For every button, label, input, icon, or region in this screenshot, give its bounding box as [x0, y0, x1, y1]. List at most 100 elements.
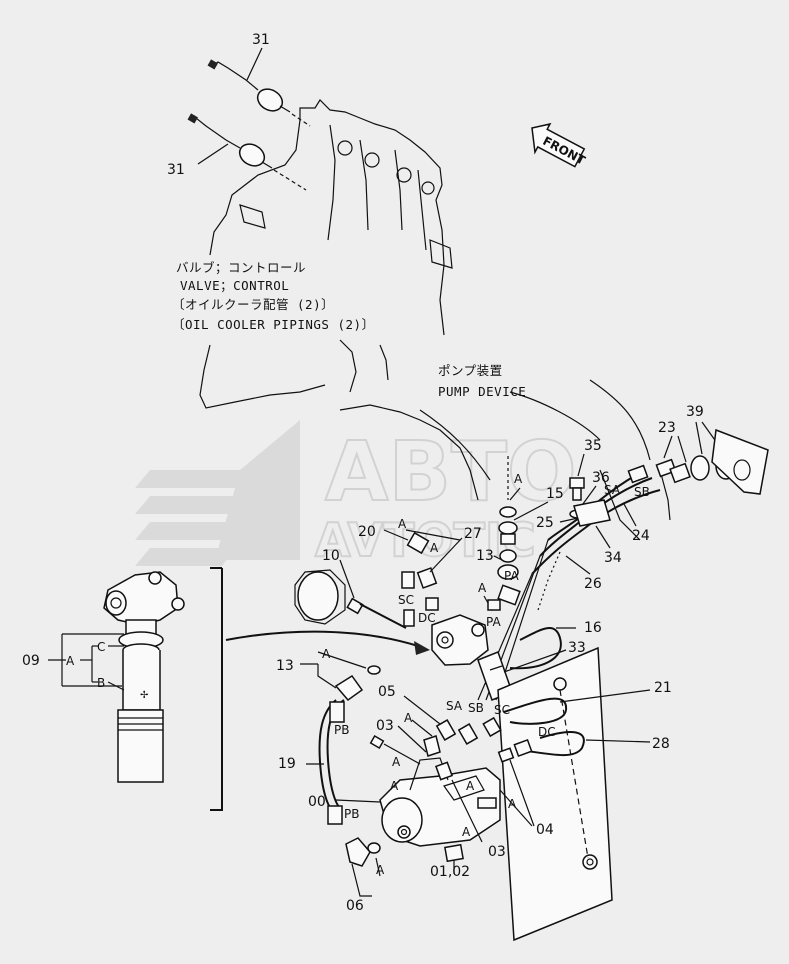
fitting-pa [497, 584, 521, 606]
port-label-c-09: C [97, 640, 105, 654]
part-label-31a: 31 [252, 32, 270, 48]
port-label-a-20b: A [430, 541, 439, 555]
hose-21 [503, 689, 651, 725]
fitting-04 [499, 759, 535, 827]
port-label-a-06: A [376, 863, 385, 877]
pump-center-block [431, 614, 489, 666]
part-label-05: 05 [378, 684, 396, 700]
port-label-sa-mid: SA [446, 699, 463, 713]
part-label-19: 19 [278, 756, 296, 772]
port-label-a-03: A [392, 755, 401, 769]
front-marker: FRONT [531, 122, 588, 168]
part-label-13-lower: 13 [276, 658, 294, 674]
note-pump-jp: ポンプ装置 [438, 363, 503, 378]
part-label-33: 33 [568, 640, 586, 656]
part-label-25: 25 [536, 515, 554, 531]
part-label-28: 28 [652, 736, 670, 752]
fitting-sc [401, 571, 415, 627]
port-label-sb-mid: SB [468, 701, 484, 715]
bolt-01-02 [444, 843, 464, 874]
fitting-13-lower [300, 651, 381, 702]
part-label-13-upper: 13 [476, 548, 494, 564]
part-label-10: 10 [322, 548, 340, 564]
fitting-dc-2 [497, 739, 533, 763]
port-label-dc-1: DC [418, 611, 436, 625]
port-label-a-pp4: A [466, 779, 475, 793]
inset-arrow [225, 630, 430, 655]
port-label-dc-2: DC [538, 725, 556, 739]
port-label-a-05: A [404, 711, 413, 725]
fitting-05 [403, 695, 441, 757]
panel-plate [497, 646, 613, 942]
hose-16 [509, 627, 576, 670]
part-label-04: 04 [536, 822, 554, 838]
part-label-00: 00 [308, 794, 326, 810]
note-oil-cooler-jp: 〔オイルクーラ配管 (2)〕 [172, 297, 334, 312]
part-label-21: 21 [654, 680, 672, 696]
fittings-sa-sb-sc [435, 716, 502, 745]
port-label-sb-top: SB [634, 485, 650, 499]
port-label-a-pp1: A [390, 779, 399, 793]
fitting-03-lower [435, 761, 483, 843]
part-label-03-upper: 03 [376, 718, 394, 734]
inset-frame [210, 567, 223, 811]
note-valve-en: VALVE；CONTROL [180, 278, 289, 293]
part-label-27: 27 [464, 526, 482, 542]
port-label-a-09: A [66, 654, 75, 668]
fitting-23 [627, 458, 691, 484]
part-label-15: 15 [546, 486, 564, 502]
fitting-15-stack [498, 456, 518, 545]
bolt-35 [569, 453, 585, 501]
port-label-pb-upper: PB [334, 723, 349, 737]
pump-device-outline [294, 379, 671, 625]
part-09-assembly: ✢ [103, 571, 185, 783]
pipe-19 [306, 699, 345, 825]
port-label-a-13-lower: A [322, 647, 331, 661]
pilot-pump-00 [335, 757, 501, 847]
part-label-20: 20 [358, 524, 376, 540]
port-label-pa-lower: PA [486, 615, 501, 629]
part-label-03-lower: 03 [488, 844, 506, 860]
dc-plug [425, 597, 439, 611]
watermark: ABTO AVTOTIC [135, 420, 578, 568]
connector-31-lower [187, 113, 307, 191]
port-label-a-15: A [514, 472, 523, 486]
part-label-35: 35 [584, 438, 602, 454]
port-label-pa-upper: PA [504, 569, 519, 583]
part-09-leaders [48, 633, 125, 691]
bracket-right [711, 428, 769, 495]
fitting-20 [383, 529, 430, 555]
control-valve-outline [199, 99, 453, 409]
note-valve-jp: バルブ；コントロール [176, 260, 306, 275]
part-label-39: 39 [686, 404, 704, 420]
elbow-06 [345, 837, 381, 897]
pa-nut [487, 599, 501, 611]
part-label-09: 09 [22, 653, 40, 669]
part-label-36: 36 [592, 470, 610, 486]
port-label-sc-1: SC [398, 593, 414, 607]
part-label-16: 16 [584, 620, 602, 636]
clamp-25-34 [573, 499, 611, 527]
hose-28 [519, 731, 651, 757]
port-label-b-09: B [97, 676, 105, 690]
fitting-27 [416, 537, 463, 589]
svg-text:✢: ✢ [140, 690, 148, 701]
port-label-sc-mid: SC [494, 703, 510, 717]
note-oil-cooler-en: 〔OIL COOLER PIPINGS (2)〕 [172, 317, 375, 332]
connector-31-upper [207, 47, 311, 127]
part-label-01-02: 01,02 [430, 864, 470, 880]
port-label-a-20a: A [398, 517, 407, 531]
part-label-23: 23 [658, 420, 676, 436]
port-label-a-13: A [478, 581, 487, 595]
part-label-26: 26 [584, 576, 602, 592]
port-label-pb-lower: PB [344, 807, 359, 821]
watermark-logo [135, 420, 300, 566]
note-pump-en: PUMP DEVICE [438, 384, 526, 399]
part-label-34: 34 [604, 550, 622, 566]
port-label-a-pp2: A [462, 825, 471, 839]
fitting-03-upper [369, 725, 427, 765]
port-label-sa-top: SA [604, 483, 621, 497]
fitting-13-upper [493, 549, 519, 580]
